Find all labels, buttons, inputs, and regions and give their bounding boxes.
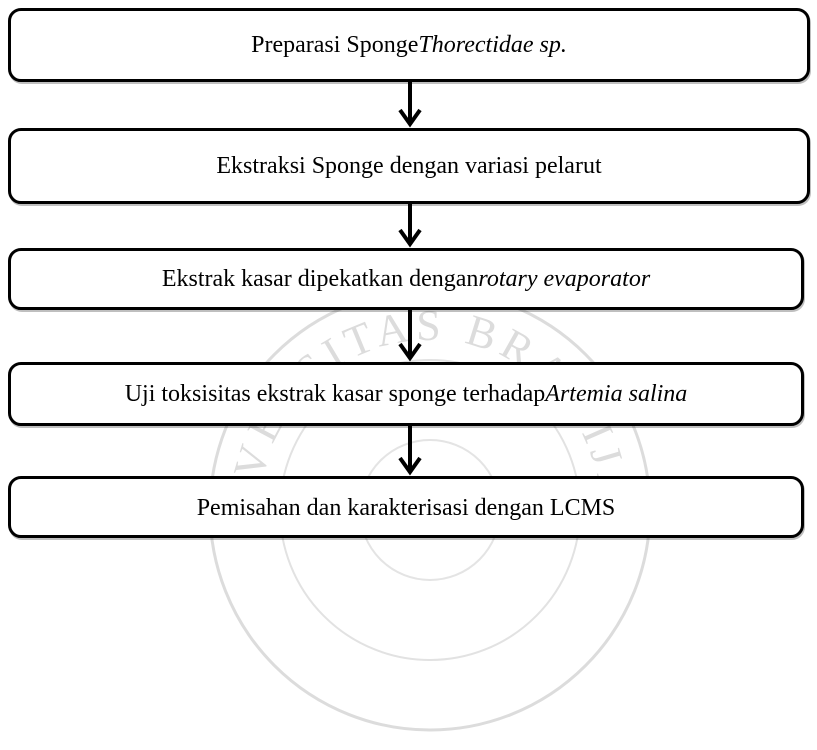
step-3-italic: rotary evaporator bbox=[478, 265, 651, 292]
arrow-down-icon bbox=[398, 82, 422, 128]
step-1-text: Preparasi Sponge bbox=[251, 31, 419, 58]
arrow-down-icon bbox=[398, 204, 422, 248]
flow-step-extraction: Ekstraksi Sponge dengan variasi pelarut bbox=[8, 128, 810, 204]
step-5-text: Pemisahan dan karakterisasi dengan LCMS bbox=[196, 495, 616, 521]
flow-step-concentration: Ekstrak kasar dipekatkan dengan rotary e… bbox=[8, 248, 804, 310]
step-4-text: Uji toksisitas ekstrak kasar sponge terh… bbox=[124, 380, 546, 407]
step-1-italic: Thorectidae sp. bbox=[418, 31, 567, 58]
step-2-text: Ekstraksi Sponge dengan variasi pelarut bbox=[216, 152, 602, 179]
arrow-down-icon bbox=[398, 426, 422, 476]
flow-step-toxicity-test: Uji toksisitas ekstrak kasar sponge terh… bbox=[8, 362, 804, 426]
step-4-italic: Artemia salina bbox=[545, 380, 688, 407]
flow-step-preparation: Preparasi Sponge Thorectidae sp. bbox=[8, 8, 810, 82]
flow-step-lcms: Pemisahan dan karakterisasi dengan LCMS bbox=[8, 476, 804, 538]
step-3-text: Ekstrak kasar dipekatkan dengan bbox=[161, 265, 479, 292]
arrow-down-icon bbox=[398, 310, 422, 362]
